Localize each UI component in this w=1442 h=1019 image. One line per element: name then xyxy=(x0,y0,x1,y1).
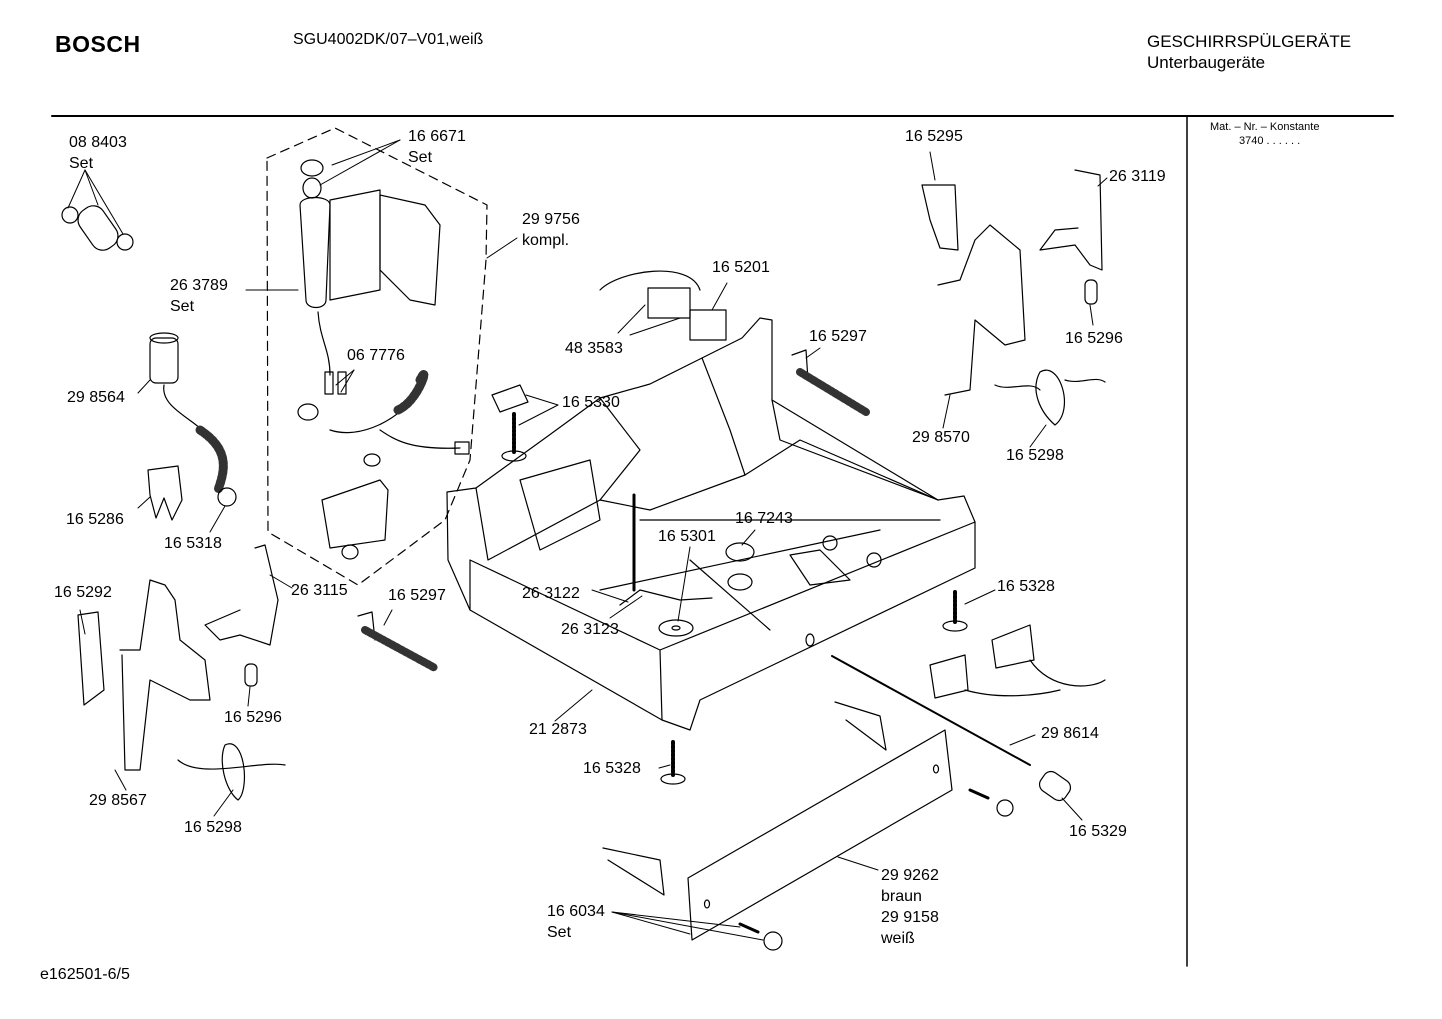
pump-assembly-boundary xyxy=(266,127,488,586)
hinge-16-5298-right xyxy=(994,369,1106,426)
spring-16-5297-left xyxy=(357,611,439,672)
part-label-16-5201: 16 5201 xyxy=(712,259,770,276)
leader-lines xyxy=(67,139,1108,941)
cable-48-3583 xyxy=(599,270,701,291)
pump-assembly xyxy=(297,159,470,560)
part-label-26-3119: 26 3119 xyxy=(1109,168,1166,185)
part-label-16-5328-right: 16 5328 xyxy=(997,578,1055,595)
part-label-16-5329: 16 5329 xyxy=(1069,823,1127,840)
category-name: GESCHIRRSPÜLGERÄTE xyxy=(1147,32,1352,51)
cable-26-3123 xyxy=(619,589,713,606)
bracket-26-3115 xyxy=(204,544,279,646)
part-label-16-5286: 16 5286 xyxy=(66,511,124,528)
part-label-16-5297-right: 16 5297 xyxy=(809,328,867,345)
material-constant-panel: Mat. – Nr. – Konstante 3740 . . . . . . xyxy=(1210,120,1319,148)
cover-16-5295 xyxy=(921,184,959,251)
hose-set-08-8403 xyxy=(61,205,134,251)
part-label-16-5292: 16 5292 xyxy=(54,584,112,601)
seal-16-5301 xyxy=(658,619,694,637)
part-label-16-5296-right: 16 5296 xyxy=(1065,330,1123,347)
hose-29-8564 xyxy=(149,332,228,495)
part-label-26-3115: 26 3115 xyxy=(291,582,348,599)
base-tub xyxy=(446,317,976,731)
float-part-16-7243 xyxy=(725,542,755,562)
light-16-5329 xyxy=(1038,770,1072,802)
part-label-16-5298-right: 16 5298 xyxy=(1006,447,1064,464)
bracket-29-8570 xyxy=(937,224,1026,396)
brand-logo: BOSCH xyxy=(55,31,141,57)
latch-16-5296-right xyxy=(1084,279,1098,305)
part-label-16-5330: 16 5330 xyxy=(562,394,620,411)
hinge-16-5298 xyxy=(177,743,286,801)
material-constant-value: 3740 . . . . . . xyxy=(1239,135,1301,147)
part-label-16-5318: 16 5318 xyxy=(164,535,222,552)
foot-16-5328-bottom xyxy=(660,740,686,785)
category-title: GESCHIRRSPÜLGERÄTE Unterbaugeräte xyxy=(1147,31,1351,73)
part-label-29-8564: 29 8564 xyxy=(67,389,125,406)
part-label-16-5301: 16 5301 xyxy=(658,528,716,545)
rod-29-8614 xyxy=(831,655,1031,766)
material-constant-title: Mat. – Nr. – Konstante xyxy=(1210,121,1320,133)
part-label-16-5328-bottom: 16 5328 xyxy=(583,760,641,777)
bracket-29-8567 xyxy=(119,579,211,771)
cover-16-5292 xyxy=(77,611,105,706)
switch-16-5201 xyxy=(647,287,691,319)
bracket-26-3119 xyxy=(1039,169,1103,271)
part-label-06-7776: 06 7776 xyxy=(347,347,405,364)
drawing-code: e162501-6/5 xyxy=(40,966,130,983)
floor-plate xyxy=(789,549,851,586)
part-label-48-3583: 48 3583 xyxy=(565,340,623,357)
plinth-bracket-bottom xyxy=(602,847,665,896)
part-label-29-8567: 29 8567 xyxy=(89,792,147,809)
part-label-16-7243: 16 7243 xyxy=(735,510,793,527)
foot-16-5330 xyxy=(491,384,529,462)
model-number: SGU4002DK/07–V01,weiß xyxy=(293,31,484,48)
subcategory-name: Unterbaugeräte xyxy=(1147,53,1266,72)
part-label-26-3122: 26 3122 xyxy=(522,585,580,602)
plinth-bracket-top xyxy=(834,701,887,751)
clip-16-5286 xyxy=(147,465,183,521)
latch-16-5296 xyxy=(244,663,258,687)
part-label-21-2873: 21 2873 xyxy=(529,721,587,738)
foot-16-5328-right xyxy=(942,590,968,632)
part-label-16-5297-left: 16 5297 xyxy=(388,587,446,604)
spring-16-5297-right xyxy=(791,349,870,416)
plinth-panel-29-9262 xyxy=(687,729,953,941)
part-label-16-5295: 16 5295 xyxy=(905,128,963,145)
ring-16-5318 xyxy=(217,487,237,507)
part-label-29-8614: 29 8614 xyxy=(1041,725,1099,742)
part-label-16-5296-left: 16 5296 xyxy=(224,709,282,726)
connector-harness xyxy=(929,624,1106,699)
part-label-16-5298-left: 16 5298 xyxy=(184,819,242,836)
part-label-29-8570: 29 8570 xyxy=(912,429,970,446)
part-label-26-3123: 26 3123 xyxy=(561,621,619,638)
